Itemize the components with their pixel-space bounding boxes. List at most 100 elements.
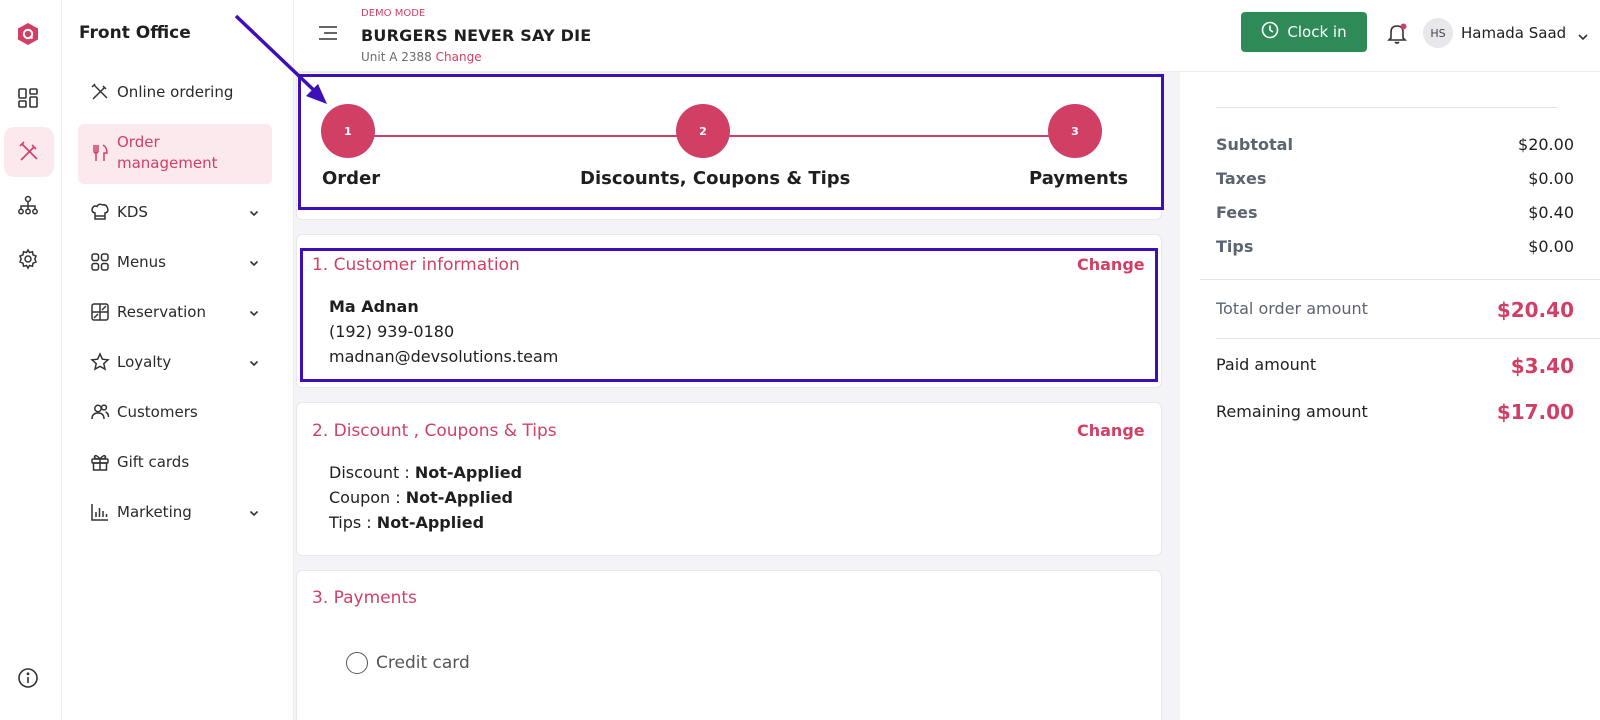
coupon-label: Coupon :	[329, 488, 401, 507]
clock-in-label: Clock in	[1287, 23, 1347, 41]
dashboard-icon[interactable]	[14, 84, 42, 112]
customer-info-highlight	[300, 248, 1158, 382]
divider	[1200, 279, 1600, 280]
sidebar-item-marketing[interactable]: Marketing	[78, 492, 272, 532]
sidebar-item-label: Order management	[117, 133, 218, 172]
paid-label: Paid amount	[1216, 355, 1317, 374]
settings-gear-icon[interactable]	[14, 245, 42, 273]
annotation-arrow-icon	[234, 14, 327, 104]
discount-label: Discount :	[329, 463, 410, 482]
order-stepper: 1 2 3 Order Discounts, Coupons & Tips Pa…	[298, 74, 1164, 210]
step-2-circle[interactable]: 2	[676, 104, 730, 158]
hamburger-menu-icon[interactable]	[318, 24, 338, 42]
org-chart-icon[interactable]	[14, 192, 42, 220]
app-logo-icon[interactable]	[17, 22, 39, 46]
chevron-down-icon[interactable]	[1577, 28, 1589, 47]
stepper-line	[349, 135, 719, 137]
taxes-label: Taxes	[1216, 169, 1267, 188]
sidebar-item-label: Customers	[117, 403, 198, 421]
change-unit-link[interactable]: Change	[435, 50, 482, 64]
restaurant-icon[interactable]	[4, 127, 54, 177]
customer-email: madnan@devsolutions.team	[329, 347, 559, 366]
sidebar-item-reservation[interactable]: Reservation	[78, 292, 272, 332]
sidebar-title: Front Office	[79, 23, 191, 43]
table-icon	[89, 301, 111, 323]
sidebar-item-online-ordering[interactable]: Online ordering	[78, 72, 272, 112]
taxes-value: $0.00	[1528, 169, 1574, 188]
total-value: $20.40	[1496, 298, 1574, 322]
tips-label: Tips	[1216, 237, 1254, 256]
chevron-down-icon	[248, 205, 260, 223]
tips-value: Not-Applied	[376, 513, 485, 532]
discounts-title: 2. Discount , Coupons & Tips	[312, 421, 557, 441]
remaining-value: $17.00	[1496, 400, 1574, 424]
tips-row: Tips : Not-Applied	[329, 513, 484, 532]
sidebar-item-kds[interactable]: KDS	[78, 192, 272, 232]
store-name: BURGERS NEVER SAY DIE	[361, 26, 592, 45]
sidebar-item-customers[interactable]: Customers	[78, 392, 272, 432]
sidebar-item-gift-cards[interactable]: Gift cards	[78, 442, 272, 482]
sidebar-item-label: Online ordering	[117, 83, 234, 101]
store-unit: Unit A 2388 Change	[361, 50, 482, 64]
chef-hat-icon	[89, 201, 111, 223]
top-header: DEMO MODE BURGERS NEVER SAY DIE Unit A 2…	[294, 0, 1600, 72]
fees-value: $0.40	[1528, 203, 1574, 222]
clock-in-button[interactable]: Clock in	[1241, 12, 1367, 52]
sidebar-item-label: Loyalty	[117, 353, 172, 371]
sidebar-item-menus[interactable]: Menus	[78, 242, 272, 282]
customer-info-card	[296, 234, 1162, 388]
customer-name: Ma Adnan	[329, 297, 419, 316]
clock-icon	[1261, 21, 1279, 43]
sidebar-item-label: Gift cards	[117, 453, 190, 471]
chevron-down-icon	[248, 505, 260, 523]
demo-mode-label: DEMO MODE	[361, 8, 426, 19]
chevron-down-icon	[248, 255, 260, 273]
info-icon[interactable]	[14, 664, 42, 692]
subtotal-value: $20.00	[1518, 135, 1574, 154]
discount-value: Not-Applied	[414, 463, 523, 482]
paid-value: $3.40	[1510, 354, 1574, 378]
sidebar-item-loyalty[interactable]: Loyalty	[78, 342, 272, 382]
avatar[interactable]: HS	[1423, 18, 1453, 48]
payments-title: 3. Payments	[312, 588, 417, 608]
total-label: Total order amount	[1216, 299, 1368, 318]
divider	[1216, 107, 1558, 108]
discounts-card	[296, 402, 1162, 556]
divider	[1216, 338, 1600, 339]
sidebar-item-label: Reservation	[117, 303, 206, 321]
fork-knife-icon	[89, 142, 111, 164]
step-3-circle[interactable]: 3	[1048, 104, 1102, 158]
sidebar: Front Office Online ordering Order manag…	[62, 0, 294, 720]
fees-label: Fees	[1216, 203, 1258, 222]
step-3-label: Payments	[1029, 168, 1129, 189]
icon-rail	[0, 0, 62, 720]
notification-bell-icon[interactable]	[1385, 21, 1409, 45]
order-summary-panel: Subtotal $20.00 Taxes $0.00 Fees $0.40 T…	[1180, 72, 1600, 720]
customer-change-button[interactable]: Change	[1077, 255, 1145, 274]
step-1-circle[interactable]: 1	[321, 104, 375, 158]
chevron-down-icon	[248, 355, 260, 373]
sidebar-item-order-management[interactable]: Order management	[78, 124, 272, 184]
bar-chart-icon	[89, 501, 111, 523]
tips-label: Tips :	[329, 513, 372, 532]
user-name[interactable]: Hamada Saad	[1461, 24, 1567, 42]
remaining-label: Remaining amount	[1216, 402, 1368, 421]
unit-text: Unit A 2388	[361, 50, 432, 64]
subtotal-label: Subtotal	[1216, 135, 1293, 154]
sidebar-item-label: KDS	[117, 203, 148, 221]
credit-card-label[interactable]: Credit card	[376, 653, 470, 673]
sidebar-item-label: Menus	[117, 253, 166, 271]
step-1-label: Order	[322, 168, 381, 189]
stepper-line	[729, 135, 1069, 137]
gift-icon	[89, 451, 111, 473]
discounts-change-button[interactable]: Change	[1077, 421, 1145, 440]
credit-card-radio[interactable]	[346, 652, 368, 674]
discount-row: Discount : Not-Applied	[329, 463, 522, 482]
payments-card	[296, 570, 1162, 720]
coupon-value: Not-Applied	[405, 488, 513, 507]
tips-value: $0.00	[1528, 237, 1574, 256]
utensils-cross-icon	[89, 81, 111, 103]
star-icon	[89, 351, 111, 373]
customer-info-title: 1. Customer information	[312, 255, 520, 275]
grid-icon	[89, 251, 111, 273]
